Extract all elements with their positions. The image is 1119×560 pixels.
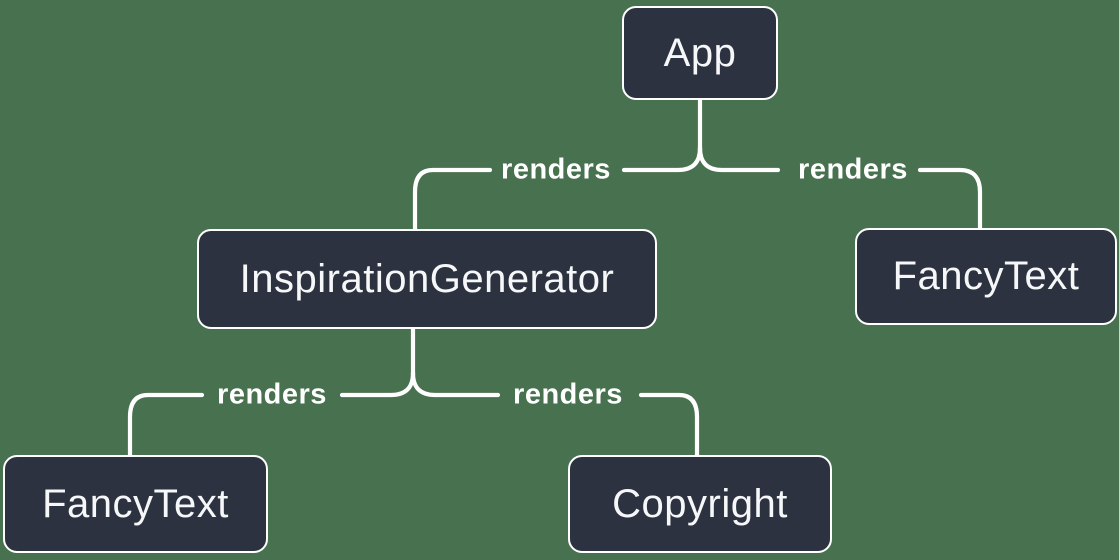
node-inspiration-generator: InspirationGenerator — [197, 229, 657, 329]
edge-label-inspirationgenerator-fancytext: renders — [211, 378, 333, 412]
edge-label-inspirationgenerator-copyright: renders — [507, 378, 629, 412]
edge-inspirationgenerator-fancytext-line — [127, 392, 205, 458]
edge-inspirationgenerator-copyright-line — [410, 370, 501, 398]
edge-inspirationgenerator-copyright-line — [638, 392, 700, 458]
edge-app-fancytext-line — [917, 167, 983, 231]
edge-label-app-inspirationgenerator: renders — [495, 153, 617, 187]
node-fancy-text-top-right: FancyText — [855, 228, 1117, 325]
edge-label-app-fancytext: renders — [792, 153, 914, 187]
node-copyright: Copyright — [568, 455, 832, 553]
edge-app-inspirationgenerator-line — [621, 145, 703, 173]
node-fancy-text-bottom-left: FancyText — [3, 455, 268, 553]
edge-inspirationgenerator-fancytext-line — [339, 370, 416, 398]
edge-app-fancytext-line — [697, 145, 781, 173]
edge-app-inspirationgenerator-line — [412, 167, 493, 232]
node-app: App — [622, 6, 778, 100]
